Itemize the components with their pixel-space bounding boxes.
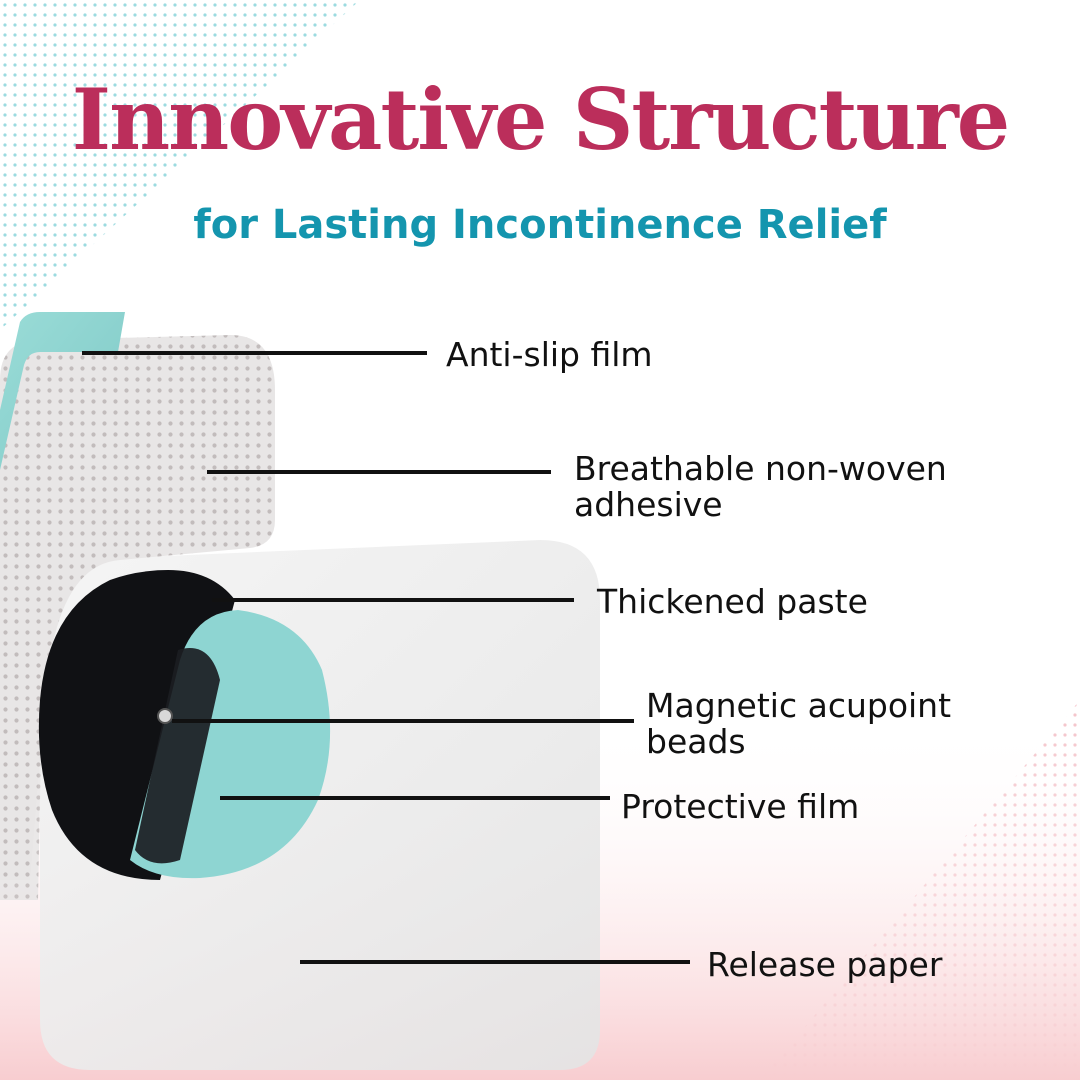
callout-label-text: Anti-slip film	[446, 335, 653, 374]
page-title: Innovative Structure	[71, 70, 1010, 169]
callout-label-text: Release paper	[707, 945, 943, 984]
disc-fold-shape	[135, 648, 220, 864]
callout-label-breathable-adhesive: Breathable non-woven adhesive	[574, 451, 947, 523]
callout-label-release-paper: Release paper	[707, 947, 942, 983]
callout-line-breathable-adhesive	[207, 470, 551, 474]
callout-label-text: Thickened paste	[597, 582, 868, 621]
callout-line-magnetic-beads	[172, 719, 634, 723]
callout-line-anti-slip-film	[82, 351, 427, 355]
callout-line-protective-film	[220, 796, 610, 800]
callout-label-text: Protective film	[621, 787, 860, 826]
callout-label-protective-film: Protective film	[621, 789, 859, 825]
callout-label-text: Breathable non-woven	[574, 449, 947, 488]
callout-line-release-paper	[300, 960, 690, 964]
callout-line-thickened-paste	[212, 598, 574, 602]
callout-label-text: beads	[646, 722, 746, 761]
callout-label-magnetic-beads: Magnetic acupoint beads	[646, 688, 951, 760]
mesh-patch-shape	[0, 335, 275, 880]
callout-label-anti-slip-film: Anti-slip film	[446, 337, 653, 373]
callout-label-thickened-paste: Thickened paste	[597, 584, 868, 620]
magnetic-bead-shape	[157, 708, 173, 724]
callout-label-text: Magnetic acupoint	[646, 686, 952, 725]
page-subtitle: for Lasting Incontinence Relief	[193, 202, 887, 248]
callout-label-text: adhesive	[574, 485, 723, 524]
mesh-patch-lower	[0, 500, 70, 900]
